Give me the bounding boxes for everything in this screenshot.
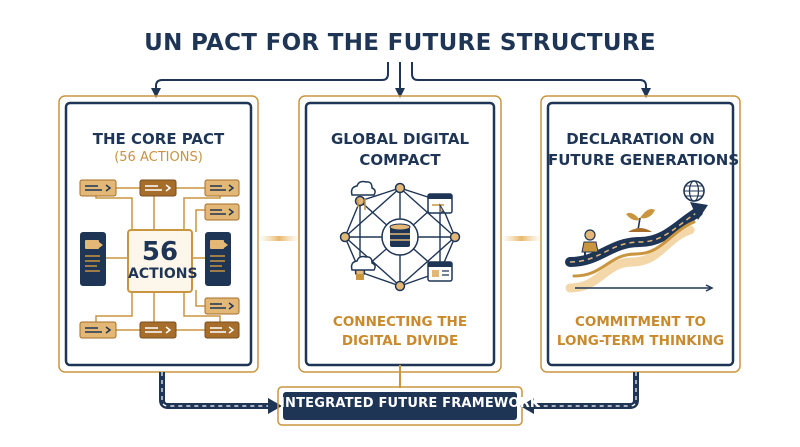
cloud-icon — [350, 180, 376, 210]
device-icon — [80, 232, 106, 286]
browser-icon — [427, 261, 453, 282]
declaration-footer-line1: COMMITMENT TO — [574, 314, 707, 330]
growth-arrow-icon — [565, 202, 714, 293]
digital-compact-footer-line2: DIGITAL DIVIDE — [341, 333, 459, 349]
device-icon — [205, 232, 231, 286]
core-pact-title: THE CORE PACT — [92, 130, 225, 148]
digital-compact-title-line1: GLOBAL DIGITAL — [330, 130, 470, 148]
glow-link-left — [258, 236, 300, 241]
digital-compact-title-line2: COMPACT — [359, 151, 441, 169]
action-card-icon — [204, 179, 240, 197]
actions-label: ACTIONS — [128, 266, 198, 282]
actions-center-box — [127, 229, 193, 293]
actions-count: 56 — [141, 237, 179, 267]
declaration-footer-line2: LONG-TERM THINKING — [556, 333, 725, 349]
cloud-icon — [350, 255, 376, 280]
action-card-icon — [204, 321, 240, 339]
panel-future-frame — [540, 95, 741, 373]
declaration-title-line2: FUTURE GENERATIONS — [548, 151, 740, 169]
browser-icon — [427, 193, 453, 216]
framework-arrows — [159, 365, 639, 414]
database-icon — [381, 218, 419, 256]
framework-label: INTEGRATED FUTURE FRAMEWORK — [280, 396, 541, 411]
framework-box — [283, 392, 517, 420]
action-card-icon — [79, 179, 117, 197]
child-icon — [581, 229, 599, 258]
glow-link-right — [501, 236, 542, 241]
framework-outer-frame — [277, 386, 523, 426]
action-card-icon — [139, 179, 177, 197]
page-title: UN PACT FOR THE FUTURE STRUCTURE — [144, 30, 656, 56]
core-pact-subtitle: (56 ACTIONS) — [114, 150, 203, 165]
action-card-icon — [79, 321, 117, 339]
declaration-title-line1: DECLARATION ON — [566, 130, 715, 148]
action-card-icon — [139, 321, 177, 339]
action-card-icon — [204, 203, 240, 221]
globe-icon — [683, 180, 705, 202]
top-connector-arrows — [151, 62, 651, 98]
digital-compact-footer-line1: CONNECTING THE — [332, 314, 468, 330]
core-action-cards — [79, 179, 240, 339]
action-card-icon — [204, 297, 240, 315]
plant-icon — [626, 209, 655, 232]
